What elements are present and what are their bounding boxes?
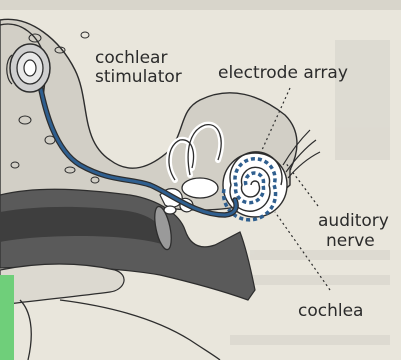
label-stimulator: stimulator xyxy=(95,67,182,87)
label-electrode-array: electrode array xyxy=(218,63,348,83)
top-border xyxy=(0,0,401,10)
vestibule xyxy=(182,178,218,198)
label-nerve: nerve xyxy=(326,231,375,251)
label-cochlear: cochlear xyxy=(95,48,167,68)
accent-strip xyxy=(0,275,14,360)
label-cochlea: cochlea xyxy=(298,301,363,321)
cochlea-spiral xyxy=(223,152,287,217)
label-auditory: auditory xyxy=(318,211,389,231)
